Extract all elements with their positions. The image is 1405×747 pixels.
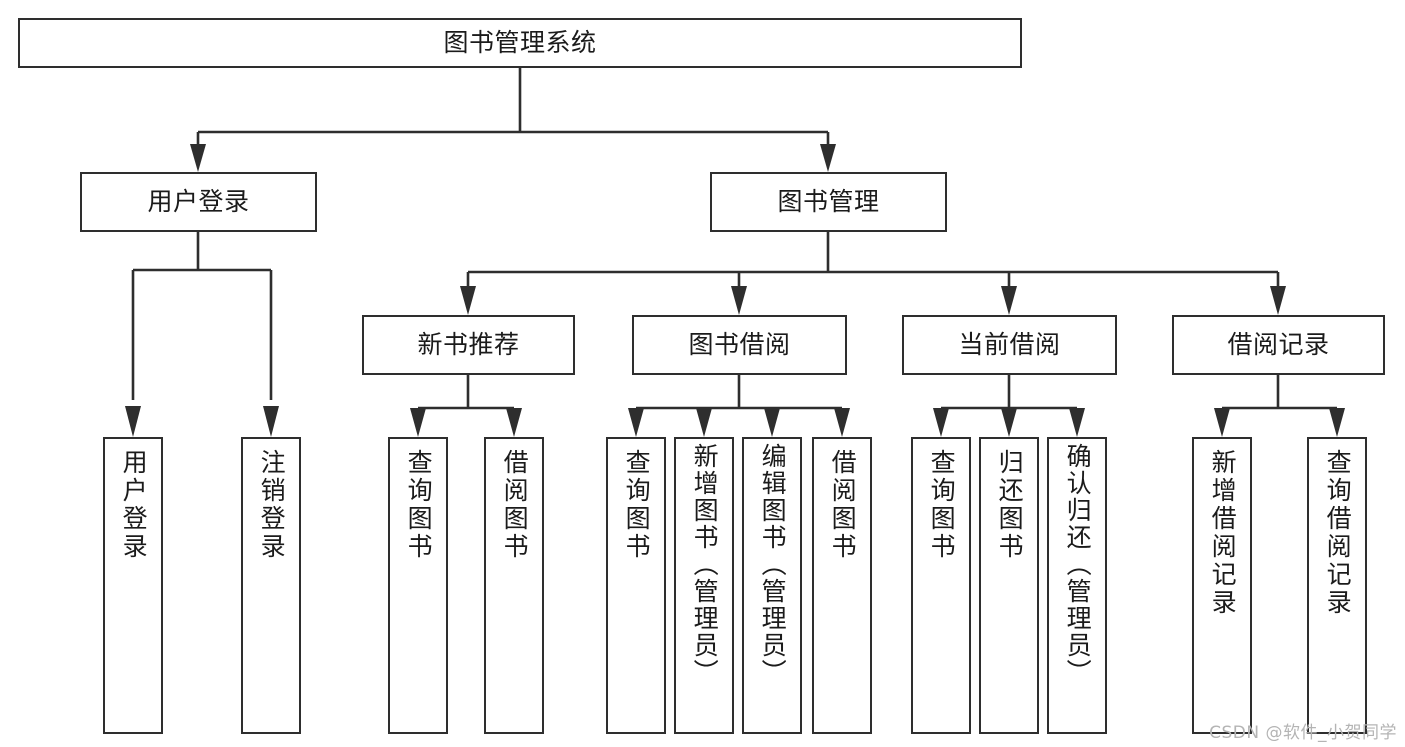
leaf-current-borrow-confirm-return-label: 确认归还（管理员） [1063,443,1093,686]
arrow-records-leaf-1 [1214,408,1230,437]
leaf-user-login-logout[interactable]: 注销登录 [241,437,301,734]
leaf-current-borrow-return[interactable]: 归还图书 [979,437,1039,734]
arrow-bookborrow-leaf-4 [834,408,850,437]
arrow-root-to-user-login [190,144,206,172]
leaf-book-borrow-edit[interactable]: 编辑图书（管理员） [742,437,802,734]
arrow-bookborrow-leaf-3 [764,408,780,437]
arrow-bookborrow-leaf-1 [628,408,644,437]
node-root-library-system[interactable]: 图书管理系统 [18,18,1022,68]
arrow-currentborrow-leaf-2 [1001,408,1017,437]
arrow-currentborrow-leaf-3 [1069,408,1085,437]
arrow-bookborrow-leaf-2 [696,408,712,437]
leaf-new-book-borrow-label: 借阅图书 [500,449,530,561]
leaf-book-borrow-edit-label: 编辑图书（管理员） [758,443,788,686]
arrow-userlogin-leaf-2 [263,406,279,437]
node-borrow-records[interactable]: 借阅记录 [1172,315,1385,375]
arrow-currentborrow-leaf-1 [933,408,949,437]
arrow-newbook-leaf-2 [506,408,522,437]
node-new-book-recommend[interactable]: 新书推荐 [362,315,575,375]
leaf-current-borrow-query[interactable]: 查询图书 [911,437,971,734]
node-current-borrow[interactable]: 当前借阅 [902,315,1117,375]
leaf-book-borrow-query-label: 查询图书 [622,449,652,561]
node-book-borrow[interactable]: 图书借阅 [632,315,847,375]
leaf-book-borrow-add-label: 新增图书（管理员） [690,443,720,686]
node-current-borrow-label: 当前借阅 [958,329,1061,359]
leaf-records-add[interactable]: 新增借阅记录 [1192,437,1252,734]
arrow-root-to-book-mgmt [820,144,836,172]
arrow-newbook-leaf-1 [410,408,426,437]
node-borrow-records-label: 借阅记录 [1227,329,1330,359]
node-new-book-recommend-label: 新书推荐 [417,329,520,359]
leaf-records-add-label: 新增借阅记录 [1208,449,1238,617]
leaf-book-borrow-add[interactable]: 新增图书（管理员） [674,437,734,734]
arrow-bookmgmt-to-book-borrow [731,286,747,315]
leaf-book-borrow-query[interactable]: 查询图书 [606,437,666,734]
leaf-records-query-label: 查询借阅记录 [1323,449,1353,617]
node-book-borrow-label: 图书借阅 [688,329,791,359]
leaf-current-borrow-query-label: 查询图书 [927,449,957,561]
leaf-book-borrow-borrow[interactable]: 借阅图书 [812,437,872,734]
node-root-label: 图书管理系统 [443,27,597,57]
leaf-new-book-query-label: 查询图书 [404,449,434,561]
leaf-current-borrow-confirm-return[interactable]: 确认归还（管理员） [1047,437,1107,734]
node-book-management-label: 图书管理 [777,186,880,216]
leaf-current-borrow-return-label: 归还图书 [995,449,1025,561]
leaf-new-book-borrow[interactable]: 借阅图书 [484,437,544,734]
node-user-login-label: 用户登录 [147,186,250,216]
arrow-bookmgmt-to-current-borrow [1001,286,1017,315]
leaf-user-login-logout-label: 注销登录 [257,449,287,561]
arrow-userlogin-leaf-1 [125,406,141,437]
leaf-new-book-query[interactable]: 查询图书 [388,437,448,734]
leaf-user-login-login-label: 用户登录 [119,449,149,561]
leaf-records-query[interactable]: 查询借阅记录 [1307,437,1367,734]
node-book-management[interactable]: 图书管理 [710,172,947,232]
node-user-login[interactable]: 用户登录 [80,172,317,232]
leaf-user-login-login[interactable]: 用户登录 [103,437,163,734]
csdn-watermark: CSDN @软件_小贺同学 [1209,723,1397,743]
leaf-book-borrow-borrow-label: 借阅图书 [828,449,858,561]
arrow-records-leaf-2 [1329,408,1345,437]
arrow-bookmgmt-to-new-book [460,286,476,315]
arrow-bookmgmt-to-records [1270,286,1286,315]
